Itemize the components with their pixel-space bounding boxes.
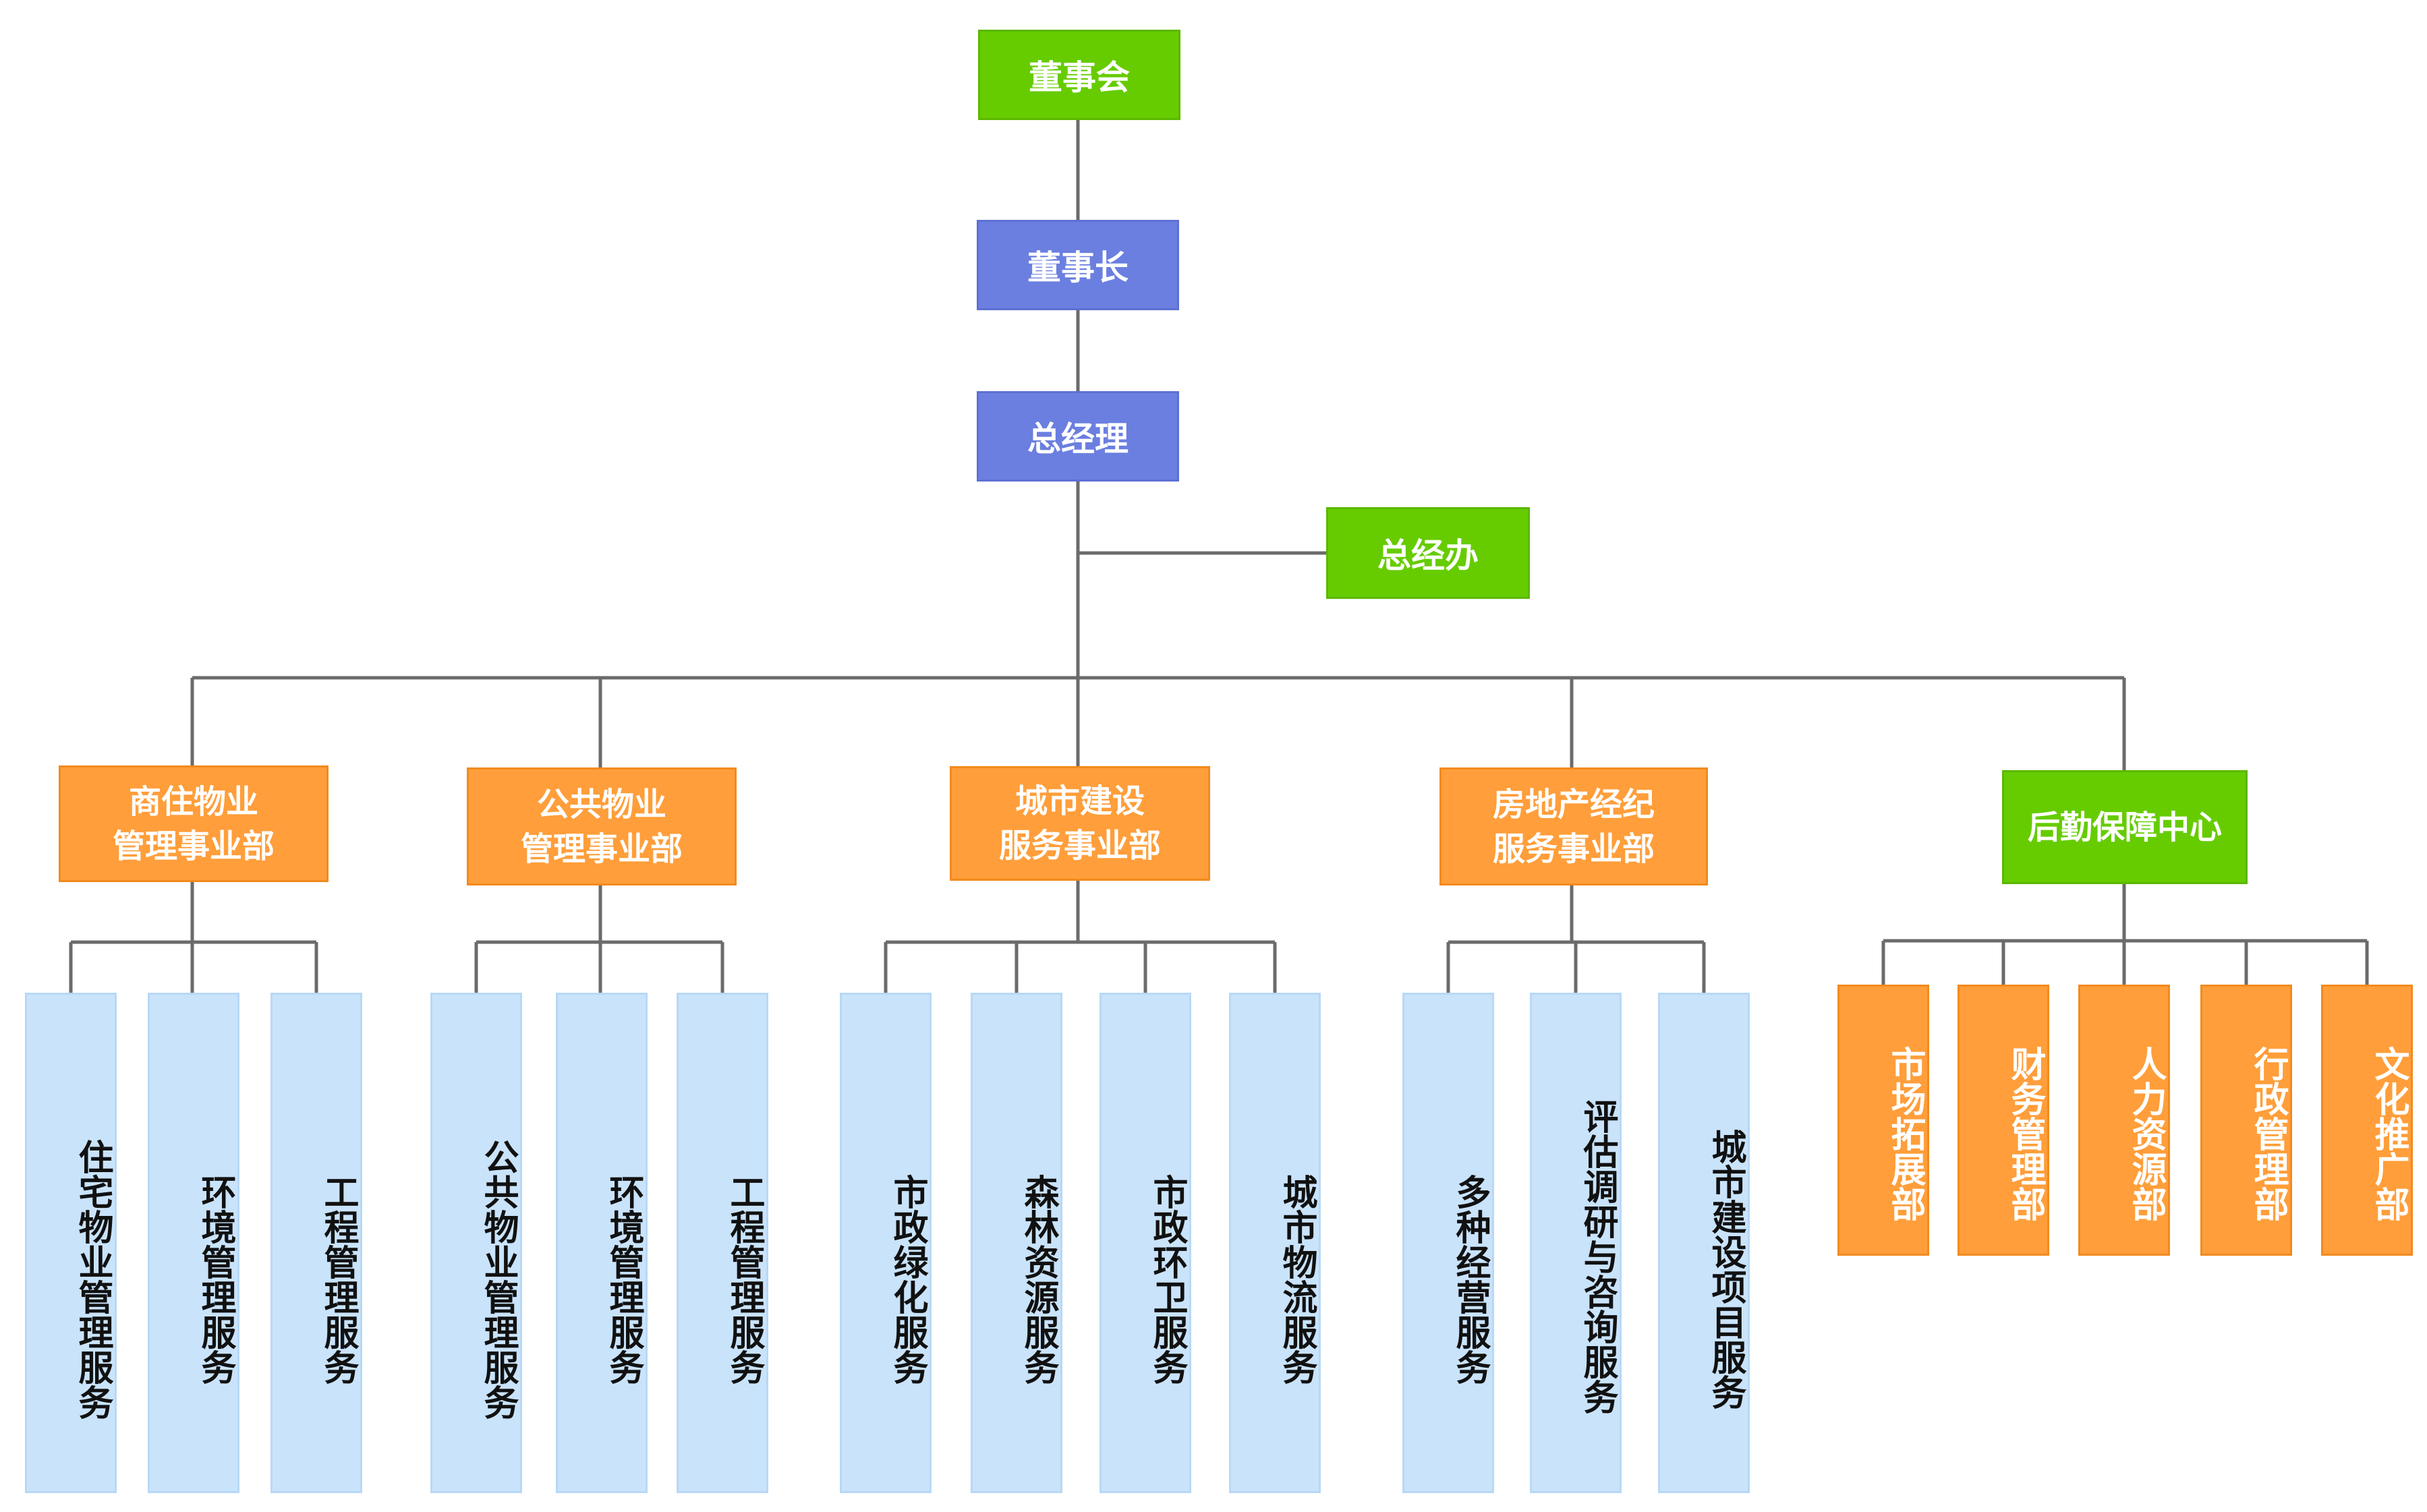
division-2-box: 公共物业 管理事业部 (467, 767, 737, 885)
chairman-box: 董事长 (977, 220, 1179, 310)
general-manager-box: 总经理 (977, 391, 1179, 482)
leaf-1-3: 工程管理服务 (270, 993, 362, 1493)
leaf-5-4: 行政管理部 (2200, 985, 2292, 1256)
gm-office-box: 总经办 (1326, 507, 1530, 599)
division-1-box: 商住物业 管理事业部 (59, 765, 329, 882)
leaf-4-1: 多种经营服务 (1402, 993, 1494, 1493)
leaf-5-1: 市场拓展部 (1837, 985, 1929, 1256)
leaf-5-3: 人力资源部 (2078, 985, 2170, 1256)
leaf-2-1: 公共物业管理服务 (430, 993, 522, 1493)
leaf-4-2: 评估调研与咨询服务 (1530, 993, 1622, 1493)
leaf-3-3: 市政环卫服务 (1100, 993, 1191, 1493)
division-3-box: 城市建设 服务事业部 (950, 766, 1210, 881)
leaf-1-1: 住宅物业管理服务 (25, 993, 117, 1493)
leaf-1-2: 环境管理服务 (148, 993, 239, 1493)
leaf-3-2: 森林资源服务 (971, 993, 1062, 1493)
board-box: 董事会 (978, 30, 1180, 120)
leaf-3-4: 城市物流服务 (1229, 993, 1321, 1493)
leaf-2-2: 环境管理服务 (556, 993, 648, 1493)
division-4-box: 房地产经纪 服务事业部 (1439, 767, 1708, 885)
division-5-box: 后勤保障中心 (2002, 770, 2248, 884)
leaf-4-3: 城市建设项目服务 (1658, 993, 1750, 1493)
leaf-5-2: 财务管理部 (1958, 985, 2049, 1256)
leaf-2-3: 工程管理服务 (677, 993, 768, 1493)
leaf-3-1: 市政绿化服务 (840, 993, 932, 1493)
leaf-5-5: 文化推广部 (2321, 985, 2413, 1256)
